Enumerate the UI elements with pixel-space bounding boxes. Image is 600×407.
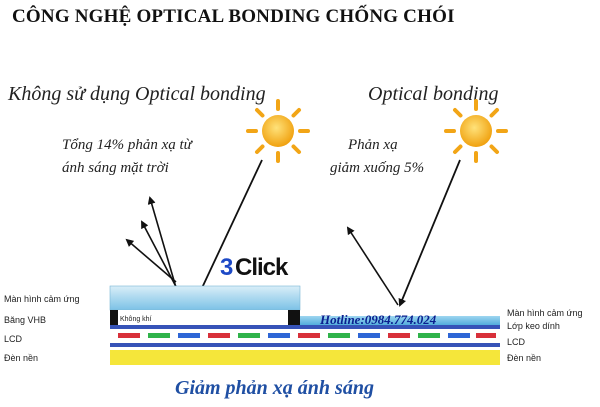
sun-icon — [444, 99, 508, 163]
svg-text:3: 3 — [220, 254, 233, 281]
lcd-pixel-row — [118, 333, 496, 338]
backlight-layer — [110, 350, 500, 365]
left-note-line2: ánh sáng mặt trời — [62, 160, 169, 176]
right-note-line2: giảm xuống 5% — [330, 160, 424, 176]
optical-bonding-layer — [300, 316, 500, 326]
right-label-adhesive: Lớp keo dính — [507, 321, 560, 331]
right-note-line1: Phản xạ — [347, 137, 398, 153]
air-gap — [118, 310, 288, 325]
reflected-light-ray — [125, 238, 177, 283]
left-label-touch-screen: Màn hình cảm ứng — [4, 294, 80, 304]
left-label-vhb-tape: Băng VHB — [4, 315, 46, 325]
hotline-text: Hotline:0984.774.024 — [319, 312, 437, 327]
air-gap-label: Không khí — [120, 316, 152, 323]
sun-icon — [246, 99, 310, 163]
right-label-touch-screen: Màn hình cảm ứng — [507, 308, 583, 318]
left-heading: Không sử dụng Optical bonding — [7, 83, 266, 105]
brand-logo: 3 Click — [220, 254, 290, 281]
footer-caption: Giảm phản xạ ánh sáng — [175, 377, 374, 399]
touch-screen-layer — [109, 285, 301, 311]
left-label-lcd: LCD — [4, 334, 23, 344]
reflected-light-ray — [346, 226, 399, 306]
incident-light-ray — [398, 159, 461, 307]
vhb-tape — [288, 310, 300, 325]
page-title: CÔNG NGHỆ OPTICAL BONDING CHỐNG CHÓI — [12, 6, 455, 27]
right-heading: Optical bonding — [368, 83, 499, 105]
right-label-lcd: LCD — [507, 337, 526, 347]
right-label-backlight: Đèn nền — [507, 353, 541, 363]
svg-text:Click: Click — [235, 254, 289, 281]
vhb-tape — [110, 310, 118, 325]
left-note-line1: Tổng 14% phản xạ từ — [62, 137, 194, 153]
left-label-backlight: Đèn nền — [4, 353, 38, 363]
lcd-layer — [110, 343, 500, 347]
lcd-layer — [110, 325, 500, 329]
